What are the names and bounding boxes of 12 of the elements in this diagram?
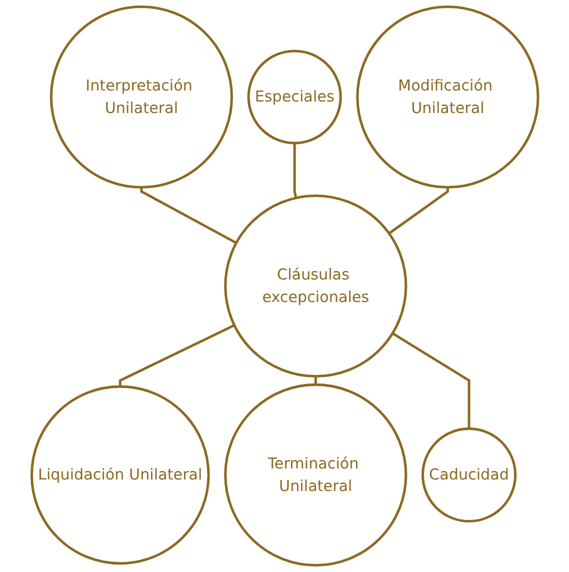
connector: [388, 187, 449, 234]
node-circle: Caducidad: [421, 427, 516, 523]
connector: [292, 143, 297, 198]
node-circle: Liquidación Unilateral: [30, 385, 210, 565]
node-circle: Interpretación Unilateral: [50, 5, 233, 189]
node-circle: Modificación Unilateral: [356, 5, 539, 189]
connector: [140, 187, 237, 244]
connector: [118, 324, 235, 387]
node-circle: Especiales: [246, 50, 342, 144]
node-circle: Cláusulas excepcionales: [224, 194, 407, 378]
node-circle: Terminación Unilateral: [224, 383, 407, 567]
connector: [391, 332, 470, 429]
